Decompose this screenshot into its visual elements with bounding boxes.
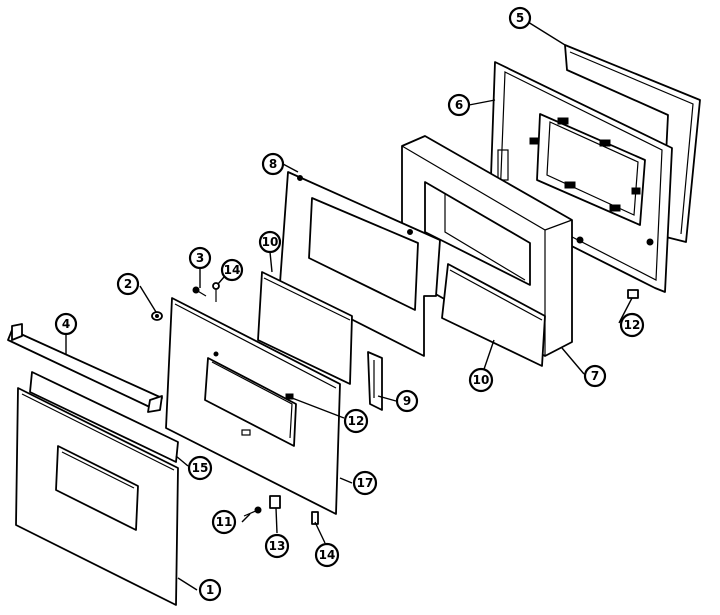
callout-label: 10 [262, 235, 279, 249]
callout-1: 1 [198, 578, 222, 602]
part-10-glass-left [257, 271, 353, 385]
callout-8: 8 [261, 152, 285, 176]
callout-9: 9 [395, 389, 419, 413]
part-1-outer-door-panel [15, 387, 179, 606]
callout-6: 6 [447, 93, 471, 117]
part-6-inner-liner [489, 61, 673, 293]
part-17-inner-door-panel [165, 297, 341, 515]
callout-label: 13 [269, 539, 286, 553]
callout-label: 11 [216, 515, 233, 529]
callout-label: 2 [124, 277, 132, 291]
part-9-hinge-bracket [367, 351, 383, 411]
callout-label: 7 [591, 369, 599, 383]
leader-lines [65, 21, 633, 591]
callout-13: 13 [264, 533, 290, 559]
part-13-clip [269, 495, 281, 509]
part-3-screw [192, 286, 207, 297]
callout-label: 12 [348, 414, 365, 428]
callout-2: 2 [116, 272, 140, 296]
callout-5: 5 [508, 6, 532, 30]
callout-label: 9 [403, 394, 411, 408]
part-15-trim-strip [29, 371, 179, 463]
callout-label: 17 [357, 476, 374, 490]
callout-12-center: 12 [343, 408, 369, 434]
callout-label: 14 [224, 263, 241, 277]
part-10-glass-right [441, 263, 546, 367]
callout-12-right: 12 [619, 312, 645, 338]
part-2-washer [151, 311, 163, 321]
part-7-insulation-box [401, 135, 573, 357]
callout-label: 6 [455, 98, 463, 112]
callout-10-right: 10 [468, 367, 494, 393]
callout-3: 3 [188, 246, 212, 270]
part-11-screw [243, 506, 262, 517]
part-4-handle-bar [7, 323, 163, 413]
callout-label: 14 [319, 548, 336, 562]
callout-label: 10 [473, 373, 490, 387]
part-14-screw [311, 511, 319, 525]
callout-15: 15 [187, 455, 213, 481]
callout-10-left: 10 [258, 230, 282, 254]
part-16-screw [212, 282, 220, 302]
callout-17: 17 [352, 470, 378, 496]
callout-label: 12 [624, 318, 641, 332]
callout-16: 14 [220, 258, 244, 282]
callout-4: 4 [54, 312, 78, 336]
callout-7: 7 [583, 364, 607, 388]
part-12-plug-right [627, 289, 639, 299]
callout-label: 1 [206, 583, 214, 597]
callout-label: 4 [62, 317, 70, 331]
callout-11: 11 [211, 509, 237, 535]
callout-label: 5 [516, 11, 524, 25]
callout-label: 3 [196, 251, 204, 265]
callout-label: 15 [192, 461, 209, 475]
callout-label: 8 [269, 157, 277, 171]
callout-14: 14 [314, 542, 340, 568]
